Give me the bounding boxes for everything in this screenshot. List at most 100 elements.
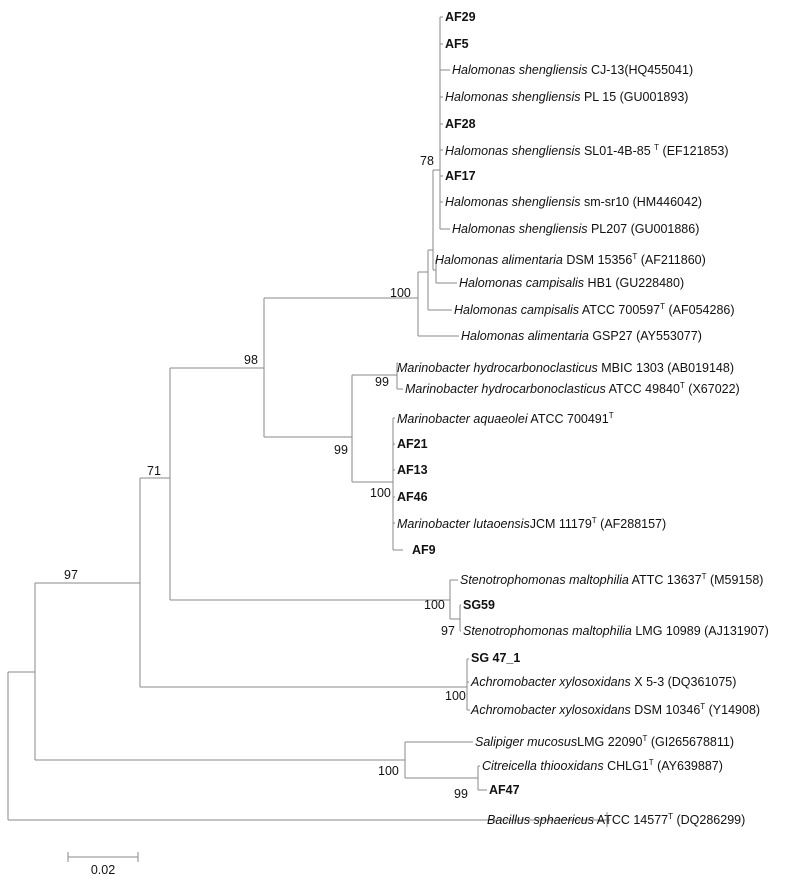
taxon-label: SG 47_1 xyxy=(471,651,520,665)
taxon-label-part: T xyxy=(680,381,685,390)
taxon-label: Marinobacter hydrocarbonoclasticus MBIC … xyxy=(397,361,734,375)
taxon-label-part: SG59 xyxy=(463,598,495,612)
bootstrap-value: 99 xyxy=(454,787,468,801)
taxon-label-part: Halomonas shengliensis xyxy=(445,144,581,158)
taxon-label-part: AF21 xyxy=(397,437,428,451)
bootstrap-value: 78 xyxy=(420,154,434,168)
taxon-label-part: AF5 xyxy=(445,37,469,51)
taxon-label-part: T xyxy=(632,252,637,261)
taxon-label: Stenotrophomonas maltophilia LMG 10989 (… xyxy=(463,624,769,638)
taxon-label-part: (AF054286) xyxy=(665,303,734,317)
bootstrap-value: 100 xyxy=(370,486,391,500)
taxon-label: AF17 xyxy=(445,169,476,183)
taxon-label-part: LMG 22090 xyxy=(577,735,642,749)
taxon-label: Halomonas alimentaria GSP27 (AY553077) xyxy=(461,329,702,343)
bootstrap-value: 71 xyxy=(147,464,161,478)
taxon-label-part: Marinobacter hydrocarbonoclasticus xyxy=(397,361,598,375)
taxon-label-part: (GI265678811) xyxy=(647,735,734,749)
taxon-label-part: AF28 xyxy=(445,117,476,131)
taxon-label-part: AF17 xyxy=(445,169,476,183)
taxon-label: Marinobacter aquaeolei ATCC 700491T xyxy=(397,411,614,426)
taxon-label-part: SL01-4B-85 xyxy=(581,144,655,158)
taxon-label-part: Bacillus sphaericus xyxy=(487,813,594,827)
taxon-label: Halomonas shengliensis SL01-4B-85 T (EF1… xyxy=(445,143,729,158)
taxon-label: Achromobacter xylosoxidans X 5-3 (DQ3610… xyxy=(470,675,736,689)
taxon-label-part: Achromobacter xylosoxidans xyxy=(470,675,631,689)
taxon-label-part: AF29 xyxy=(445,10,476,24)
taxon-label: SG59 xyxy=(463,598,495,612)
taxon-label: Halomonas shengliensis PL207 (GU001886) xyxy=(452,222,699,236)
bootstrap-value: 100 xyxy=(378,764,399,778)
taxon-label-part: (DQ286299) xyxy=(673,813,745,827)
bootstrap-value: 99 xyxy=(334,443,348,457)
taxon-label-part: (AF211860) xyxy=(637,253,706,267)
taxon-label-part: ATCC 700491 xyxy=(528,412,609,426)
taxon-label-part: LMG 10989 (AJ131907) xyxy=(632,624,769,638)
taxon-label: Halomonas campisalis ATCC 700597T (AF054… xyxy=(454,302,735,317)
taxon-label-part: T xyxy=(654,143,659,152)
taxon-label-part: AF13 xyxy=(397,463,428,477)
taxon-label-part: CHLG1 xyxy=(604,759,649,773)
taxon-label: Halomonas shengliensis PL 15 (GU001893) xyxy=(445,90,688,104)
taxon-label: Achromobacter xylosoxidans DSM 10346T (Y… xyxy=(470,702,760,717)
taxon-label-part: Halomonas shengliensis xyxy=(445,195,581,209)
taxon-label-part: SG 47_1 xyxy=(471,651,520,665)
taxon-label-part: PL 15 (GU001893) xyxy=(581,90,689,104)
bootstrap-value: 100 xyxy=(424,598,445,612)
taxon-label-part: PL207 (GU001886) xyxy=(588,222,700,236)
taxon-label-part: Marinobacter aquaeolei xyxy=(397,412,529,426)
taxon-label-part: AF9 xyxy=(412,543,436,557)
taxon-label-part: T xyxy=(609,411,614,420)
taxon-label: Halomonas shengliensis CJ-13(HQ455041) xyxy=(452,63,693,77)
bootstrap-value: 98 xyxy=(244,353,258,367)
taxon-label: AF9 xyxy=(412,543,436,557)
taxon-label-part: Marinobacter hydrocarbonoclasticus xyxy=(405,382,606,396)
taxon-label-part: T xyxy=(668,812,673,821)
taxon-label-part: sm-sr10 (HM446042) xyxy=(581,195,703,209)
taxon-label-part: Halomonas alimentaria xyxy=(435,253,563,267)
taxon-label-part: T xyxy=(702,572,707,581)
taxon-label-part: Salipiger mucosus xyxy=(475,735,577,749)
bootstrap-value: 97 xyxy=(64,568,78,582)
taxon-label: Marinobacter hydrocarbonoclasticus ATCC … xyxy=(405,381,740,396)
taxon-label-part: Halomonas shengliensis xyxy=(452,222,588,236)
taxon-label-part: (M59158) xyxy=(706,573,763,587)
taxon-label: AF46 xyxy=(397,490,428,504)
taxon-label-part: (X67022) xyxy=(685,382,740,396)
bootstrap-value: 97 xyxy=(441,624,455,638)
bootstrap-value: 100 xyxy=(445,689,466,703)
taxon-label-part: Stenotrophomonas maltophilia xyxy=(460,573,629,587)
taxon-label: Halomonas campisalis HB1 (GU228480) xyxy=(459,276,684,290)
taxon-label-part: Citreicella thiooxidans xyxy=(482,759,604,773)
taxon-label-part: Halomonas shengliensis xyxy=(445,90,581,104)
taxon-label: AF47 xyxy=(489,783,520,797)
taxon-label-part: (AF288157) xyxy=(597,517,666,531)
taxon-label-part: X xyxy=(631,675,643,689)
tree-branches xyxy=(7,16,610,821)
taxon-label-part: T xyxy=(700,702,705,711)
taxon-label: AF13 xyxy=(397,463,428,477)
taxon-label: AF29 xyxy=(445,10,476,24)
taxon-label-part: (AY639887) xyxy=(654,759,723,773)
bootstrap-value: 100 xyxy=(390,286,411,300)
taxon-label-part: CJ-13(HQ455041) xyxy=(588,63,694,77)
taxon-label: AF28 xyxy=(445,117,476,131)
taxon-label: Citreicella thiooxidans CHLG1T (AY639887… xyxy=(482,758,723,773)
taxon-label-part: T xyxy=(649,758,654,767)
taxon-label-part: JCM 11179 xyxy=(530,517,592,531)
taxon-label-part: T xyxy=(592,516,597,525)
taxon-label-part: (EF121853) xyxy=(659,144,728,158)
taxon-label: AF5 xyxy=(445,37,469,51)
taxon-label: AF21 xyxy=(397,437,428,451)
taxon-label-part: Halomonas alimentaria xyxy=(461,329,589,343)
taxon-label: Stenotrophomonas maltophilia ATTC 13637T… xyxy=(460,572,763,587)
taxon-label-part: ATCC 700597 xyxy=(579,303,660,317)
taxon-label: Marinobacter lutaoensisJCM 11179T (AF288… xyxy=(397,516,666,531)
taxon-label-part: ATCC 14577 xyxy=(594,813,668,827)
taxon-label-part: (Y14908) xyxy=(705,703,760,717)
taxon-label: Bacillus sphaericus ATCC 14577T (DQ28629… xyxy=(487,812,745,827)
taxon-label-part: 5-3 (DQ361075) xyxy=(643,675,737,689)
